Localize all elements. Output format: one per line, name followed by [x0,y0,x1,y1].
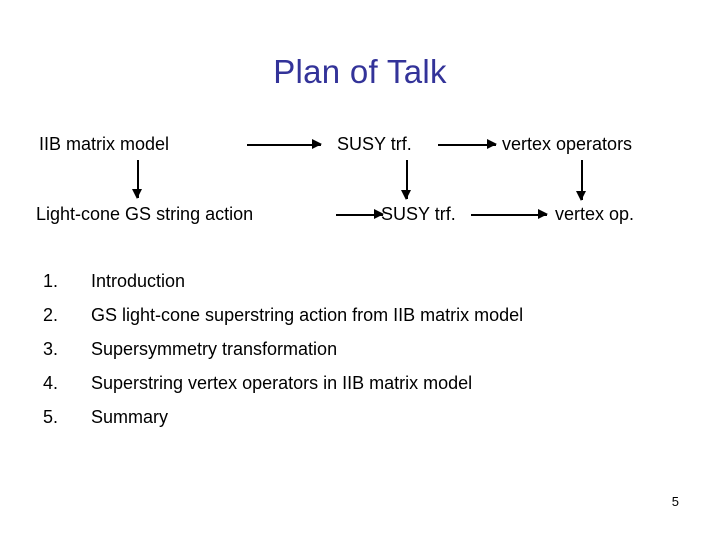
list-item-number: 4. [43,373,59,393]
list-item-number: 1. [43,271,59,291]
list-item-number: 3. [43,339,59,359]
list-item: 3. Supersymmetry transformation [0,333,720,367]
arrow-head [401,190,411,200]
page-number: 5 [671,494,679,509]
diagram-node-susy-trf-row2: SUSY trf. [381,204,456,224]
arrow-shaft [581,160,583,200]
diagram-node-light-cone-gs-string-action: Light-cone GS string action [36,204,254,224]
arrow-head [132,189,142,199]
arrow-shaft [247,144,321,146]
diagram-node-iib-matrix-model: IIB matrix model [39,134,170,154]
arrow-head [374,209,384,219]
arrow-shaft [406,160,408,199]
list-item-label: Supersymmetry transformation [91,339,338,359]
arrow-head [487,139,497,149]
list-item-number: 5. [43,407,59,427]
flow-diagram: IIB matrix model SUSY trf. vertex operat… [0,0,720,250]
list-item: 5. Summary [0,401,720,435]
list-item-label: GS light-cone superstring action from II… [91,305,524,325]
arrow-right-icon-susy-to-vertex-op [471,209,548,220]
arrow-head [538,209,548,219]
arrow-head [576,191,586,201]
list-item: 4. Superstring vertex operators in IIB m… [0,367,720,401]
list-item-number: 2. [43,305,59,325]
arrow-down-icon-iib-to-lightcone [132,160,143,199]
arrow-shaft [336,214,383,216]
arrow-shaft [137,160,139,198]
arrow-right-icon-iib-to-susy [247,139,322,150]
arrow-head [312,139,322,149]
arrow-down-icon-vertex-operators-to-vertex-op [576,160,587,201]
list-item-label: Introduction [91,271,186,291]
list-item-label: Superstring vertex operators in IIB matr… [91,373,473,393]
page-title: Plan of Talk [273,53,447,90]
list-item: 2. GS light-cone superstring action from… [0,299,720,333]
arrow-shaft [471,214,547,216]
list-item-label: Summary [91,407,169,427]
diagram-node-vertex-operators: vertex operators [502,134,633,154]
list-item: 1. Introduction [0,265,720,299]
agenda-list: 1. Introduction 2. GS light-cone superst… [0,265,720,435]
diagram-node-susy-trf-row1: SUSY trf. [337,134,412,154]
arrow-right-icon-susy-to-vertex-operators [438,139,497,150]
diagram-node-vertex-op: vertex op. [555,204,635,224]
arrow-shaft [438,144,496,146]
arrow-right-icon-lightcone-to-susy [336,209,384,220]
arrow-down-icon-susy1-to-susy2 [401,160,412,200]
